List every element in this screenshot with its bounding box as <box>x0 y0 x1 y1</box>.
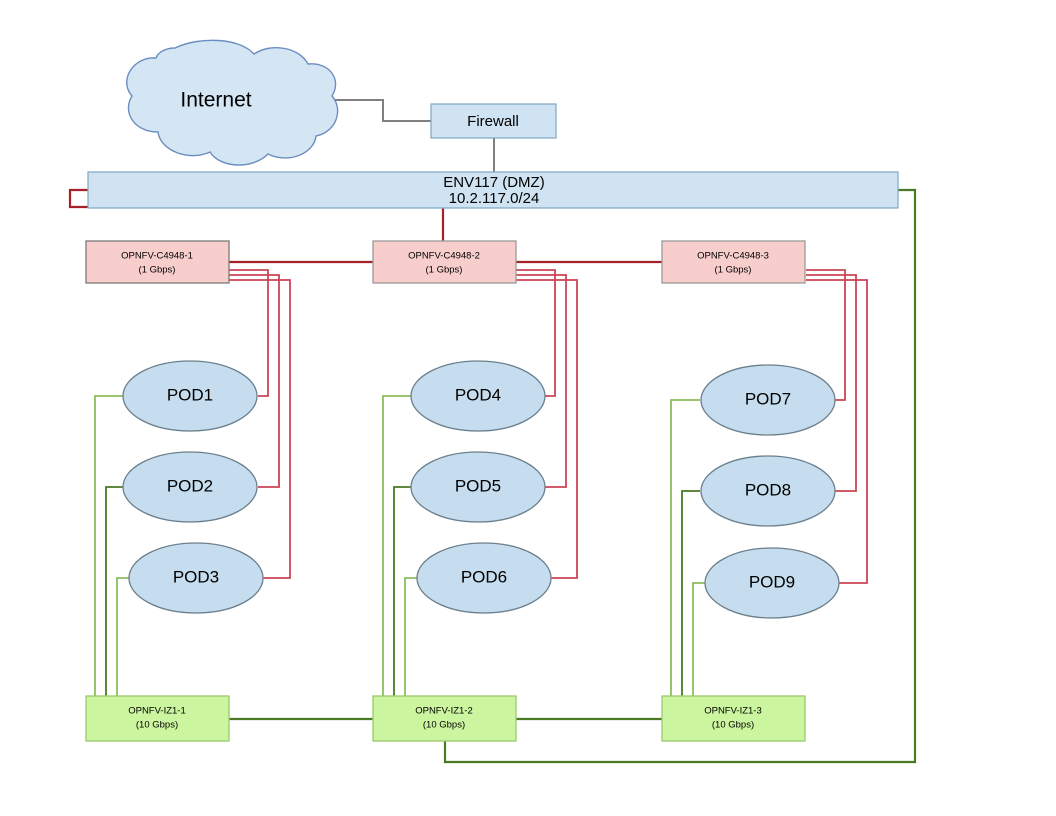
pod5-label: POD5 <box>455 476 501 495</box>
link-switch2-pods <box>516 269 578 579</box>
aggregator-node-iz1-2[interactable]: OPNFV-IZ1-2 (10 Gbps) <box>372 695 517 742</box>
link-env117-aggregator-trunk <box>443 188 917 764</box>
pod1-label: POD1 <box>167 385 213 404</box>
link-switch3-pods <box>806 269 868 584</box>
pod4-label: POD4 <box>455 385 501 404</box>
pod-node-pod1[interactable]: POD1 <box>122 360 258 432</box>
pod-node-pod2[interactable]: POD2 <box>122 451 258 523</box>
aggregator-3-speed: (10 Gbps) <box>712 720 754 731</box>
link-aggregator1-pods <box>94 395 132 696</box>
pod9-label: POD9 <box>749 572 795 591</box>
pod2-label: POD2 <box>167 476 213 495</box>
aggregator-node-iz1-1[interactable]: OPNFV-IZ1-1 (10 Gbps) <box>85 695 230 742</box>
aggregator-1-speed: (10 Gbps) <box>136 720 178 731</box>
link-env117-switch-trunk <box>68 188 662 264</box>
internet-label: Internet <box>180 89 251 112</box>
pod-node-pod3[interactable]: POD3 <box>128 542 264 614</box>
switch-3-name: OPNFV-C4948-3 <box>697 251 769 262</box>
link-aggregator3-pods <box>670 399 708 696</box>
switch-2-name: OPNFV-C4948-2 <box>408 251 480 262</box>
firewall-label: Firewall <box>467 113 519 130</box>
link-aggregator2-pods <box>382 395 420 696</box>
pod3-label: POD3 <box>173 567 219 586</box>
switch-node-c4948-1[interactable]: OPNFV-C4948-1 (1 Gbps) <box>85 240 230 284</box>
internet-cloud[interactable]: Internet <box>126 39 339 166</box>
pod7-label: POD7 <box>745 389 791 408</box>
env117-subnet-label: 10.2.117.0/24 <box>449 190 540 207</box>
aggregator-2-speed: (10 Gbps) <box>423 720 465 731</box>
switch-1-speed: (1 Gbps) <box>139 265 176 276</box>
aggregator-1-name: OPNFV-IZ1-1 <box>128 706 186 717</box>
firewall-node[interactable]: Firewall <box>430 103 557 139</box>
pod-node-pod7[interactable]: POD7 <box>700 364 836 436</box>
switch-1-name: OPNFV-C4948-1 <box>121 251 193 262</box>
aggregator-3-name: OPNFV-IZ1-3 <box>704 706 762 717</box>
aggregator-2-name: OPNFV-IZ1-2 <box>415 706 473 717</box>
switch-node-c4948-3[interactable]: OPNFV-C4948-3 (1 Gbps) <box>661 240 806 284</box>
pod-node-pod6[interactable]: POD6 <box>416 542 552 614</box>
pod-node-pod4[interactable]: POD4 <box>410 360 546 432</box>
switch-2-speed: (1 Gbps) <box>426 265 463 276</box>
switch-node-c4948-2[interactable]: OPNFV-C4948-2 (1 Gbps) <box>372 240 517 284</box>
pod8-label: POD8 <box>745 480 791 499</box>
pod6-label: POD6 <box>461 567 507 586</box>
env117-name-label: ENV117 (DMZ) <box>443 174 544 191</box>
link-switch1-pods <box>229 269 291 579</box>
pod-node-pod8[interactable]: POD8 <box>700 455 836 527</box>
switch-3-speed: (1 Gbps) <box>715 265 752 276</box>
pod-node-pod9[interactable]: POD9 <box>704 547 840 619</box>
pod-node-pod5[interactable]: POD5 <box>410 451 546 523</box>
link-internet-firewall <box>323 99 431 122</box>
aggregator-node-iz1-3[interactable]: OPNFV-IZ1-3 (10 Gbps) <box>661 695 806 742</box>
env117-dmz-bar[interactable]: ENV117 (DMZ) 10.2.117.0/24 <box>87 171 899 209</box>
